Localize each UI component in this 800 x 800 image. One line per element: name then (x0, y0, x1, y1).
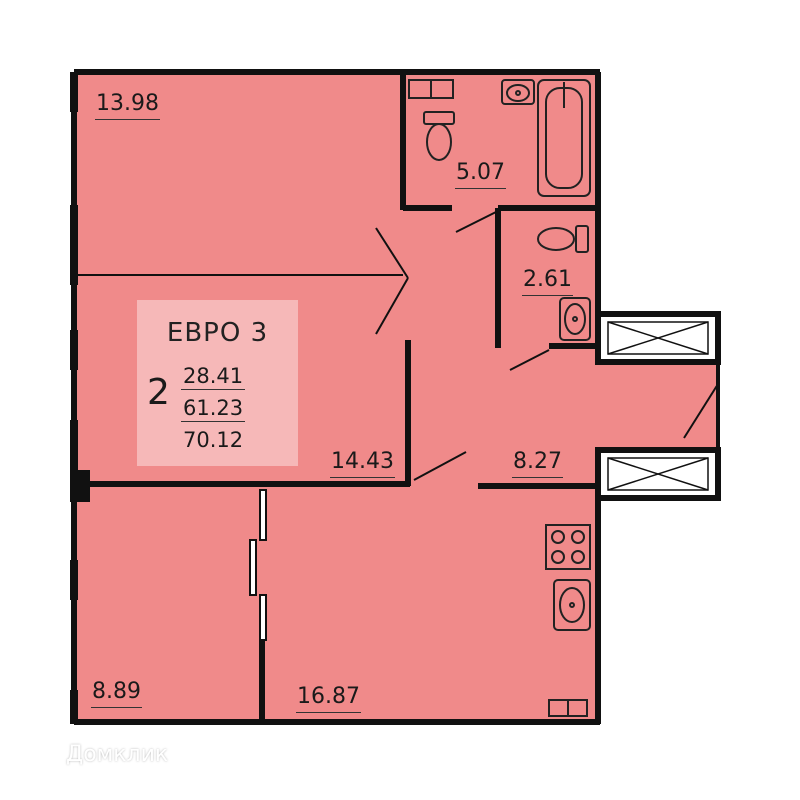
window-icon (595, 311, 721, 501)
room-count: 2 (147, 372, 170, 413)
area-label-living-room: 14.43 (330, 449, 395, 478)
area-label-toilet: 2.61 (522, 267, 573, 296)
bathtub-icon (537, 79, 591, 197)
total-area: 70.12 (183, 428, 244, 452)
useful-area: 61.23 (181, 396, 246, 422)
living-area: 28.41 (181, 364, 246, 390)
sliding-door (249, 489, 267, 641)
apartment-info-box: ЕВРО 3 2 28.41 61.23 70.12 (137, 300, 298, 466)
stove-icon (545, 524, 591, 570)
house-icon (31, 741, 59, 767)
sink-icon (501, 79, 535, 105)
toilet-icon (423, 111, 455, 161)
area-label-hallway: 8.27 (512, 449, 563, 478)
appliance-icon (548, 699, 588, 717)
sink-icon-wc (559, 297, 591, 341)
area-label-kitchen: 16.87 (296, 684, 361, 713)
watermark-text: Домклик (66, 741, 169, 767)
floor-fill (74, 72, 720, 724)
area-label-room-top-left: 13.98 (95, 91, 160, 120)
loggia-fill (598, 362, 720, 456)
interior-walls (74, 72, 598, 722)
watermark: Домклик (30, 740, 168, 768)
area-label-bathroom: 5.07 (455, 160, 506, 189)
door-swing-icon (375, 211, 719, 481)
area-label-bedroom: 8.89 (91, 679, 142, 708)
toilet-icon-wc (537, 225, 589, 253)
washer-icon (408, 79, 454, 99)
apartment-type: ЕВРО 3 (166, 318, 269, 348)
sink-icon-kitchen (553, 579, 591, 631)
